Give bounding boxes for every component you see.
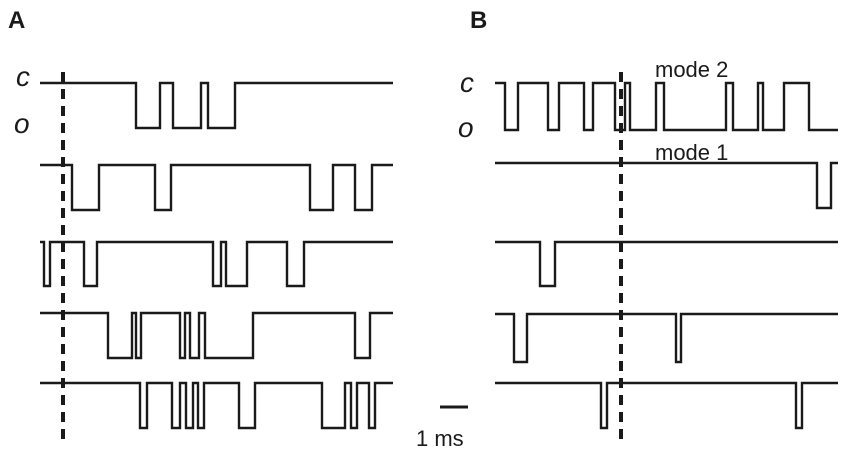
panel-b-trace-5 [495, 381, 838, 430]
mode-1-label: mode 1 [655, 140, 728, 165]
panel-a-closed-label: c [16, 61, 30, 92]
panel-b-closed-label: c [460, 67, 474, 98]
panel-b-trace-3 [495, 240, 838, 288]
panel-b-letter: B [470, 7, 487, 34]
panel-a-trace-5 [40, 381, 393, 430]
panel-a-letter: A [8, 7, 25, 34]
panel-a-trace-1 [40, 81, 393, 130]
panel-b-trace-1-mode-2 [495, 81, 838, 132]
panel-a-trace-3 [40, 240, 393, 288]
panel-a-trace-4 [40, 311, 393, 360]
panel-a-trace-2 [40, 163, 393, 212]
panel-b-trace-4 [495, 312, 838, 364]
scale-bar-label: 1 ms [416, 426, 464, 451]
panel-b-open-label: o [458, 112, 474, 143]
panel-a-open-label: o [14, 108, 30, 139]
mode-2-label: mode 2 [655, 57, 728, 82]
panel-b-trace-2-mode-1 [495, 161, 838, 210]
